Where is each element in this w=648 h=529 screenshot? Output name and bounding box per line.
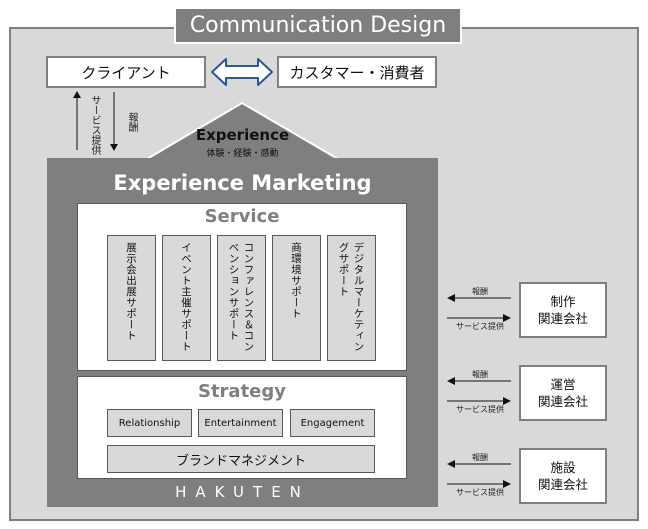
service-item: デジタルマーケティングサポート	[327, 235, 376, 361]
reward-label: 報酬	[126, 112, 137, 132]
service-item: 商環境サポート	[272, 235, 321, 361]
company-box-operation: 運営関連会社	[519, 365, 607, 421]
hakuten-logo: HAKUTEN	[175, 483, 310, 501]
client-box: クライアント	[46, 56, 206, 88]
company-arrows	[447, 294, 511, 488]
company-reward-label: 報酬	[472, 370, 488, 379]
company-box-production: 制作関連会社	[519, 282, 607, 338]
company-service-label: サービス提供	[456, 405, 504, 414]
service-provision-label: サービス提供	[89, 95, 100, 155]
company-box-facility: 施設関連会社	[519, 448, 607, 504]
strategy-title: Strategy	[197, 381, 287, 402]
service-item: 展示会出展サポート	[107, 235, 156, 361]
vertical-arrows	[73, 91, 118, 151]
experience-marketing-title: Experience Marketing	[113, 171, 372, 195]
service-item: コンファレンス＆コンベンションサポート	[217, 235, 266, 361]
company-reward-label: 報酬	[472, 453, 488, 462]
strategy-pillar: Relationship	[107, 409, 192, 437]
company-service-label: サービス提供	[456, 322, 504, 331]
strategy-pillar: Entertainment	[198, 409, 283, 437]
customer-box: カスタマー・消費者	[277, 56, 437, 88]
page-title: Communication Design	[174, 7, 462, 44]
brand-management: ブランドマネジメント	[107, 445, 375, 473]
experience-subtitle: 体験・経験・感動	[206, 149, 279, 159]
service-item: イベント主催サポート	[162, 235, 211, 361]
service-title: Service	[204, 206, 280, 227]
company-reward-label: 報酬	[472, 287, 488, 296]
strategy-pillar: Engagement	[290, 409, 375, 437]
double-arrow-icon	[211, 58, 273, 86]
experience-title: Experience	[195, 126, 290, 144]
company-service-label: サービス提供	[456, 488, 504, 497]
